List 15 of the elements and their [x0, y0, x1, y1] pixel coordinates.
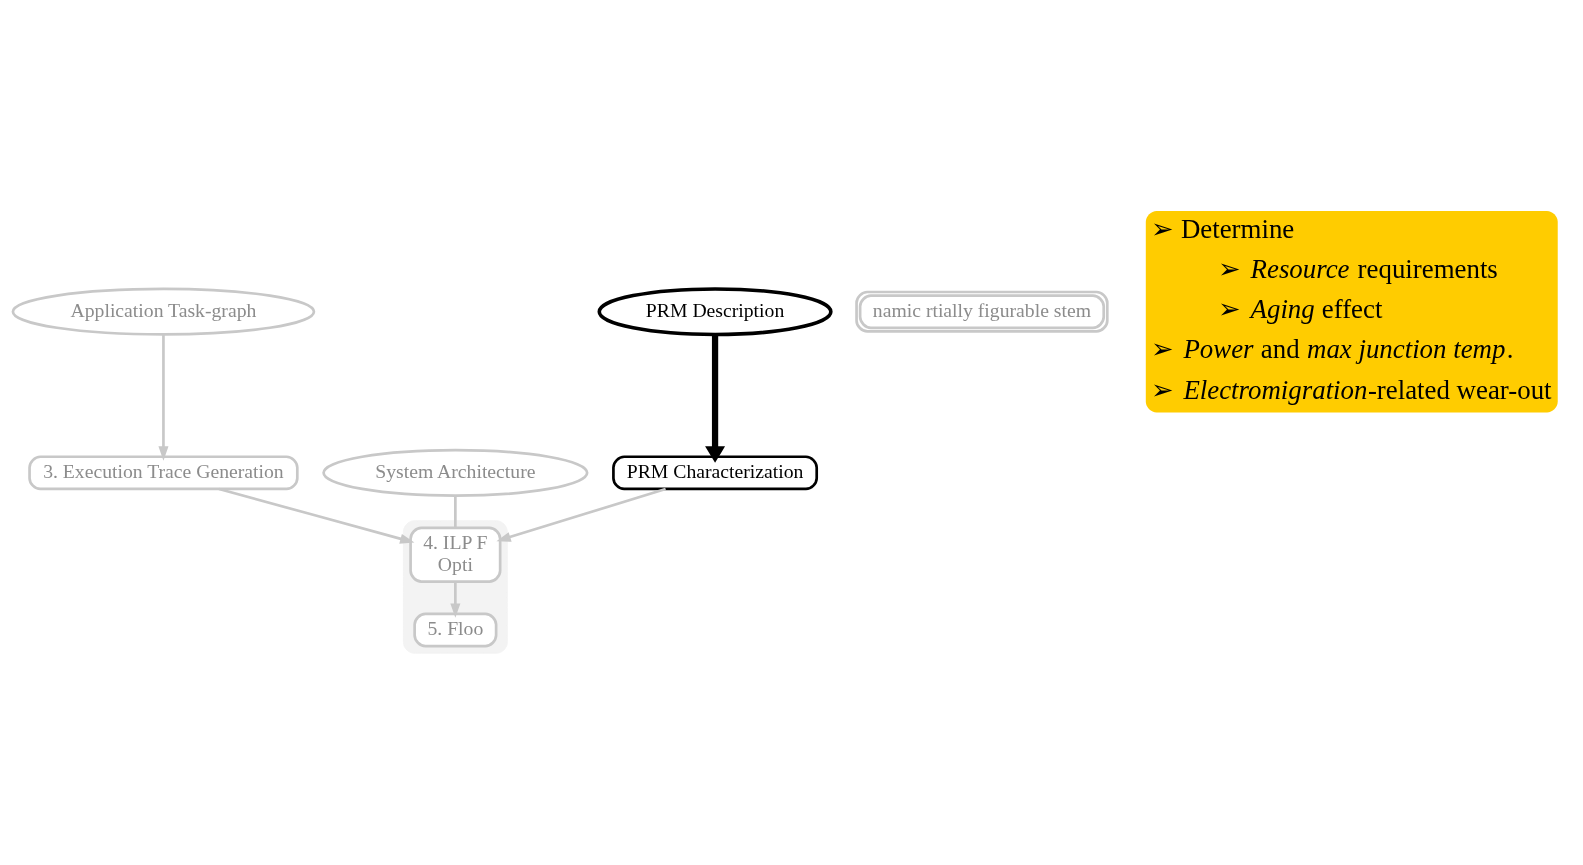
- arrow: [705, 334, 726, 463]
- node-ellipse: Application Task-graph: [11, 287, 316, 336]
- arrow: [496, 487, 666, 542]
- node-box: ➢ Determine ➢ Resource requirements ➢ Aging effect ➢ Power and max junction temp. ➢ Electromigration-related wear-out: [1145, 210, 1558, 412]
- node-box: 5. Floo: [413, 612, 498, 647]
- node-ellipse: System Architecture: [322, 448, 589, 497]
- cluster: [403, 519, 508, 654]
- node-box: 4. ILP F Opti: [409, 526, 502, 583]
- node-box: PRM Characterization: [612, 454, 819, 490]
- node-ellipse: PRM Description: [597, 286, 833, 336]
- node-box: 3. Execution Trace Generation: [28, 454, 299, 490]
- arrow: [218, 487, 415, 544]
- connector: [454, 495, 457, 528]
- arrow: [158, 334, 169, 461]
- arrow: [450, 581, 461, 618]
